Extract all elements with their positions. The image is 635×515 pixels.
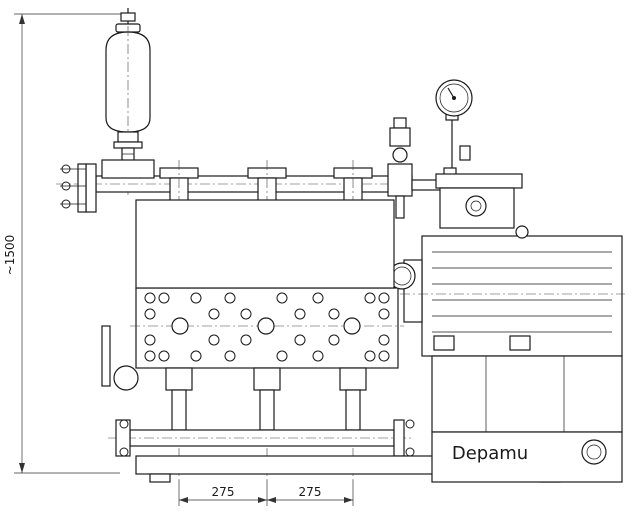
height-dimension-label: ~1500 bbox=[3, 235, 17, 276]
spacing-dimension-2: 275 bbox=[299, 485, 322, 499]
height-dimension: ~1500 bbox=[3, 13, 130, 474]
pressure-gauge-top bbox=[435, 79, 473, 168]
suction-side bbox=[101, 325, 415, 457]
brand-label: Depamu bbox=[452, 443, 528, 464]
spacing-dimension-1: 275 bbox=[212, 485, 235, 499]
terminal-box bbox=[435, 173, 523, 229]
electric-motor bbox=[400, 225, 625, 357]
spacing-dimensions: 275 275 bbox=[178, 480, 354, 506]
pump-head-block bbox=[130, 287, 404, 369]
base-frame bbox=[135, 199, 623, 483]
